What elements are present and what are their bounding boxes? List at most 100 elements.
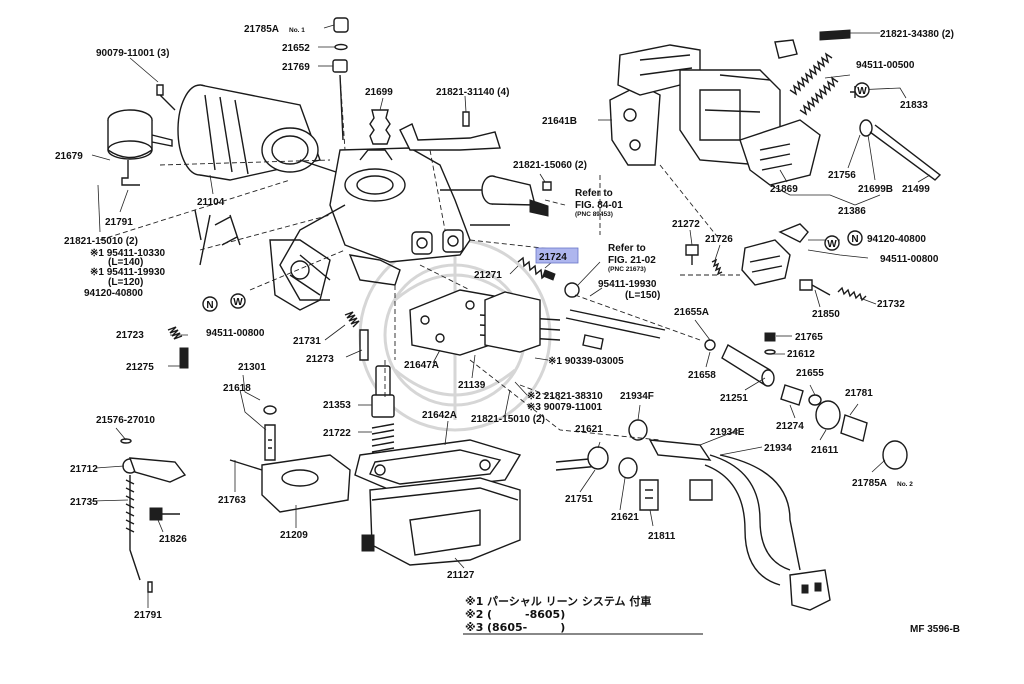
label[interactable]: 21785A xyxy=(244,24,279,35)
label[interactable]: 21731 xyxy=(293,336,321,347)
label[interactable]: 21104 xyxy=(197,197,225,208)
middle-right-parts xyxy=(685,223,809,286)
lower-left-linkage xyxy=(120,438,187,593)
label[interactable]: 21274 xyxy=(776,421,804,432)
leader-lines xyxy=(91,24,931,608)
label[interactable]: 21826 xyxy=(159,534,187,545)
label[interactable]: 21618 xyxy=(223,383,251,394)
label[interactable]: 21722 xyxy=(323,428,351,439)
label[interactable]: 94511-00500 xyxy=(856,60,915,71)
label[interactable]: (L=140) xyxy=(108,257,143,268)
label[interactable]: 21723 xyxy=(116,330,144,341)
label[interactable]: ※1 95411-19930 xyxy=(90,267,166,278)
highlight-box xyxy=(535,247,579,264)
label[interactable]: 21791 xyxy=(134,610,162,621)
label[interactable]: 21821-31140 (4) xyxy=(436,87,509,98)
label[interactable]: (L=120) xyxy=(108,277,143,288)
label[interactable]: 21934 xyxy=(764,443,792,454)
label[interactable]: 21272 xyxy=(672,219,700,230)
label[interactable]: 21353 xyxy=(323,400,351,411)
reference-fig-21-02[interactable]: Refer to FIG. 21-02 (PNC 21673) xyxy=(608,243,656,273)
label[interactable]: 21275 xyxy=(126,362,154,373)
label[interactable]: 21209 xyxy=(280,530,308,541)
n-mark-right: N xyxy=(847,230,863,246)
label[interactable]: ※2 21821-38310 xyxy=(527,391,603,402)
label[interactable]: 21139 xyxy=(458,380,486,391)
label[interactable]: ※1 90339-03005 xyxy=(548,356,624,367)
label[interactable]: 21765 xyxy=(795,332,823,343)
label[interactable]: 21869 xyxy=(770,184,798,195)
label: No. 2 xyxy=(897,481,913,488)
label[interactable]: 94120-40800 xyxy=(867,234,926,245)
label[interactable]: 21612 xyxy=(787,349,815,360)
label[interactable]: 21655A xyxy=(674,307,709,318)
label[interactable]: 21934E xyxy=(710,427,745,438)
w-mark-left: W xyxy=(230,293,246,309)
label[interactable]: 21781 xyxy=(845,388,873,399)
label[interactable]: 21499 xyxy=(902,184,930,195)
label[interactable]: 21621 xyxy=(575,424,603,435)
svg-text:FIG. 21-02: FIG. 21-02 xyxy=(608,255,656,266)
label[interactable]: 21301 xyxy=(238,362,266,373)
label[interactable]: 21611 xyxy=(811,445,839,456)
w-mark-top: W xyxy=(854,82,870,98)
n-mark-left: N xyxy=(202,296,218,312)
label[interactable]: 21641B xyxy=(542,116,577,127)
label[interactable]: 21699 xyxy=(365,87,393,98)
label[interactable]: 21791 xyxy=(105,217,133,228)
label[interactable]: 21821-34380 (2) xyxy=(880,29,954,40)
label[interactable]: 90079-11001 (3) xyxy=(96,48,169,59)
label[interactable]: 21785A xyxy=(852,478,887,489)
label[interactable]: 21273 xyxy=(306,354,334,365)
label[interactable]: 94511-00800 xyxy=(206,328,265,339)
label[interactable]: 21756 xyxy=(828,170,856,181)
label[interactable]: 94511-00800 xyxy=(880,254,939,265)
label[interactable]: 21386 xyxy=(838,206,866,217)
label[interactable]: 21850 xyxy=(812,309,840,320)
label[interactable]: 21751 xyxy=(565,494,593,505)
label[interactable]: 21679 xyxy=(55,151,83,162)
label[interactable]: ※1 95411-10330 xyxy=(90,248,166,259)
reference-fig-84-01[interactable]: Refer to FIG. 84-01 (PNC 89453) xyxy=(575,188,623,218)
label[interactable]: 21251 xyxy=(720,393,748,404)
svg-text:N: N xyxy=(206,300,213,311)
label[interactable]: 21647A xyxy=(404,360,439,371)
label[interactable]: ※3 90079-11001 xyxy=(527,402,603,413)
label[interactable]: 94120-40800 xyxy=(84,288,143,299)
label[interactable]: 21763 xyxy=(218,495,246,506)
label[interactable]: 21724 xyxy=(539,252,567,263)
label[interactable]: 21934F xyxy=(620,391,654,402)
label[interactable]: 21652 xyxy=(282,43,310,54)
label[interactable]: 21811 xyxy=(648,531,676,542)
diagram-code: MF 3596-B xyxy=(910,624,960,635)
label[interactable]: 21699B xyxy=(858,184,893,195)
label[interactable]: 21712 xyxy=(70,464,98,475)
label[interactable]: 21658 xyxy=(688,370,716,381)
pump-cover-21209 xyxy=(229,454,351,513)
cutoff-valve-parts xyxy=(555,419,831,611)
label[interactable]: 21271 xyxy=(474,270,502,281)
label[interactable]: 21769 xyxy=(282,62,310,73)
svg-text:W: W xyxy=(857,86,867,97)
label[interactable]: 21642A xyxy=(422,410,457,421)
main-jet xyxy=(371,365,395,453)
svg-text:FIG. 84-01: FIG. 84-01 xyxy=(575,200,623,211)
label[interactable]: 21821-15010 (2) xyxy=(471,414,545,425)
label[interactable]: 21726 xyxy=(705,234,733,245)
label[interactable]: 21735 xyxy=(70,497,98,508)
label[interactable]: 21621 xyxy=(611,512,639,523)
label[interactable]: 21655 xyxy=(796,368,824,379)
label[interactable]: 21576-27010 xyxy=(96,415,155,426)
label[interactable]: 21127 xyxy=(447,570,475,581)
label[interactable]: 21821-15010 (2) xyxy=(64,236,138,247)
label[interactable]: 21732 xyxy=(877,299,905,310)
label[interactable]: (L=150) xyxy=(625,290,660,301)
assembly-lines xyxy=(99,74,740,441)
top-right-springs xyxy=(789,29,942,181)
label[interactable]: 21821-15060 (2) xyxy=(513,160,587,171)
label[interactable]: 95411-19930 xyxy=(598,279,657,290)
label[interactable]: 21833 xyxy=(900,100,928,111)
svg-text:Refer to: Refer to xyxy=(575,188,613,199)
svg-text:※1: ※1 xyxy=(465,595,483,608)
